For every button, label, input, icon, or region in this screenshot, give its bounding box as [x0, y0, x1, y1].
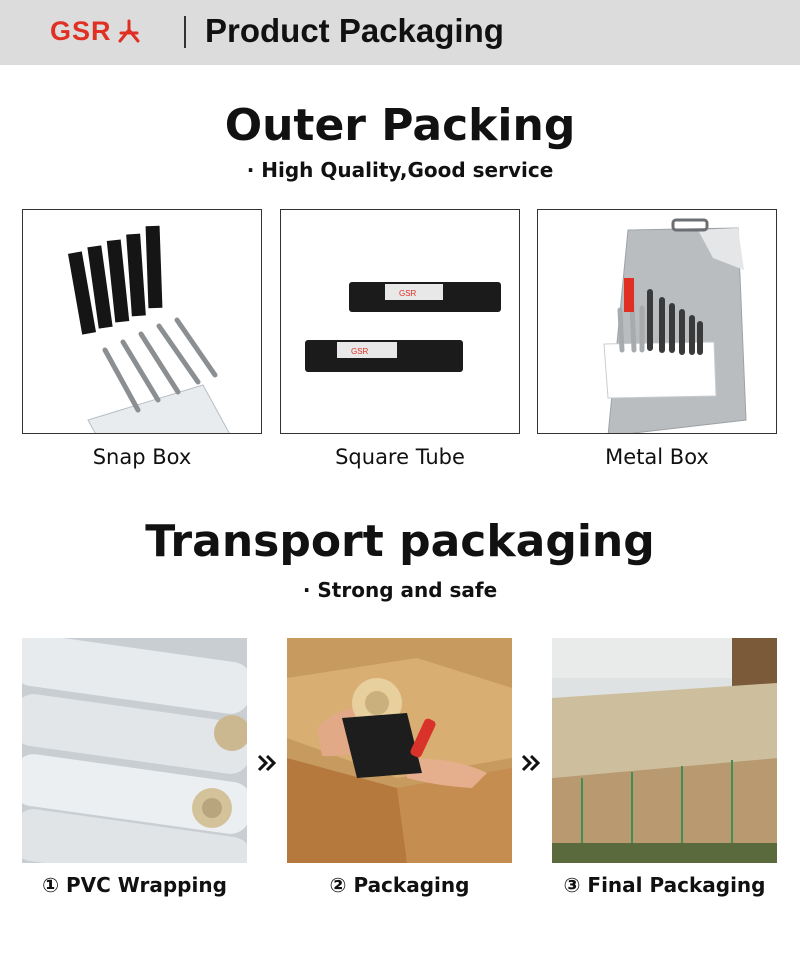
outer-packing-subtitle: · High Quality,Good service: [246, 158, 554, 182]
snap-box-label: Snap Box: [92, 445, 192, 469]
header-bar: GSR Product Packaging: [0, 0, 800, 65]
packaging-label: ② Packaging: [329, 873, 470, 897]
header-divider: [184, 16, 186, 48]
metal-box-frame: [537, 209, 777, 434]
transport-packaging-title: Transport packaging: [145, 516, 655, 567]
pvc-wrapping-label: ① PVC Wrapping: [42, 873, 227, 897]
brand-logo: GSR: [50, 14, 142, 48]
square-tube-image: GSR GSR: [305, 282, 501, 372]
square-tube-frame: GSR GSR: [280, 209, 520, 434]
outer-packing-title: Outer Packing: [224, 100, 576, 151]
tube-label-bottom: GSR: [351, 347, 369, 356]
chevron-right-icon: [521, 754, 541, 772]
final-packaging-photo: [552, 638, 777, 863]
packaging-photo: [287, 638, 512, 863]
pvc-wrapping-photo: [22, 638, 247, 863]
square-tube-label: Square Tube: [335, 445, 465, 469]
chevron-right-icon: [257, 754, 277, 772]
logo-text: GSR: [50, 15, 112, 46]
page-title: Product Packaging: [205, 12, 504, 49]
logo-mark-icon: [118, 19, 140, 43]
tube-label-top: GSR: [399, 289, 417, 298]
snap-box-image: [67, 225, 230, 433]
snap-box-frame: [22, 209, 262, 434]
metal-box-label: Metal Box: [605, 445, 709, 469]
transport-packaging-subtitle: · Strong and safe: [302, 578, 498, 602]
metal-box-image: [603, 218, 747, 433]
final-packaging-label: ③ Final Packaging: [563, 873, 766, 897]
